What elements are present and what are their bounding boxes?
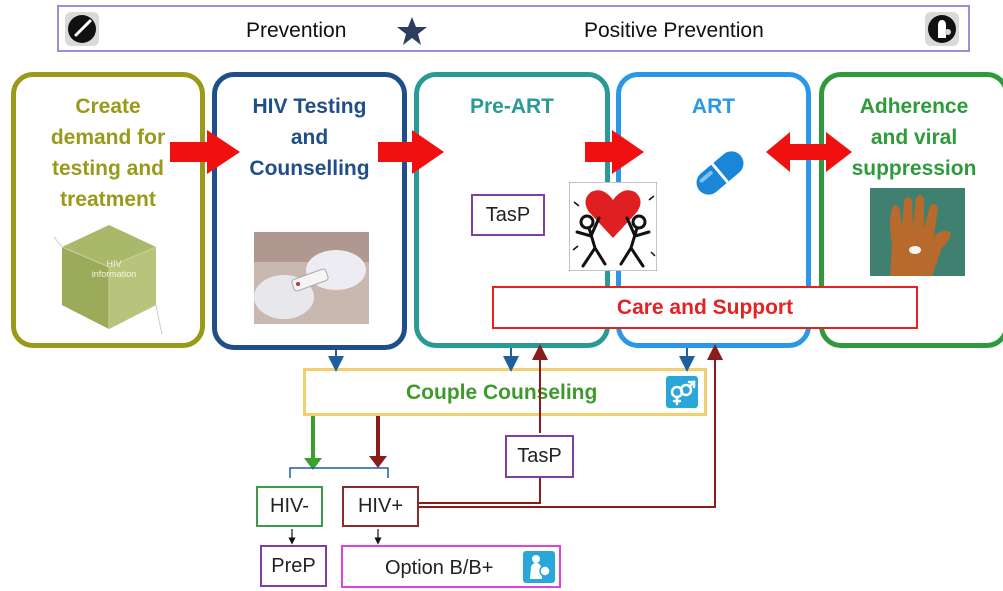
heart-figures-illustration <box>568 181 658 272</box>
adherence-title: Adherence and viral suppression <box>851 95 977 180</box>
option-b-label: Option B/B+ <box>385 557 494 579</box>
star-icon <box>396 15 428 47</box>
stage-create-demand: Create demand for testing and treatment … <box>11 72 205 348</box>
arrow-preart-to-art <box>585 130 644 174</box>
pill-capsule-icon <box>689 143 751 203</box>
stage-hiv-testing: HIV Testing and Counselling <box>212 72 407 350</box>
option-b-box: Option B/B+ <box>341 545 561 588</box>
arrow-testing-to-preart <box>378 130 444 174</box>
hiv-negative-box: HIV- <box>256 486 323 527</box>
pre-art-title: Pre-ART <box>469 95 554 118</box>
red-line-hivpos-to-art <box>419 344 723 508</box>
tasp-bottom-box: TasP <box>505 435 574 478</box>
red-line-tasp-to-hivpos <box>419 478 541 504</box>
tasp-top-box: TasP <box>471 194 545 236</box>
care-and-support-box: Care and Support <box>492 286 918 329</box>
hand-with-pill-photo <box>870 188 965 276</box>
hiv-test-photo <box>254 232 369 324</box>
arrow-art-adherence-bidirectional <box>766 132 852 172</box>
mother-child-icon <box>523 551 555 583</box>
result-bracket <box>289 467 389 478</box>
syringe-icon <box>65 12 99 46</box>
gender-icon <box>666 376 698 408</box>
hiv-testing-title: HIV Testing and Counselling <box>249 95 370 180</box>
prep-box: PreP <box>260 545 327 587</box>
cube-text-information: information <box>91 269 137 279</box>
hiv-positive-box: HIV+ <box>342 486 419 527</box>
condom-icon <box>925 12 959 46</box>
couple-counseling-label: Couple Counseling <box>406 381 598 404</box>
arrow-demand-to-testing <box>170 130 240 174</box>
cube-text-hiv: HIV <box>106 259 122 269</box>
prevention-label: Prevention <box>246 19 347 42</box>
positive-prevention-label: Positive Prevention <box>584 19 764 42</box>
hiv-information-cube: HIV information <box>53 217 164 337</box>
prevention-bar: Prevention Positive Prevention <box>57 5 970 52</box>
art-title: ART <box>691 95 736 118</box>
create-demand-title: Create demand for testing and treatment <box>50 95 166 211</box>
couple-counseling-box: Couple Counseling <box>303 368 707 416</box>
